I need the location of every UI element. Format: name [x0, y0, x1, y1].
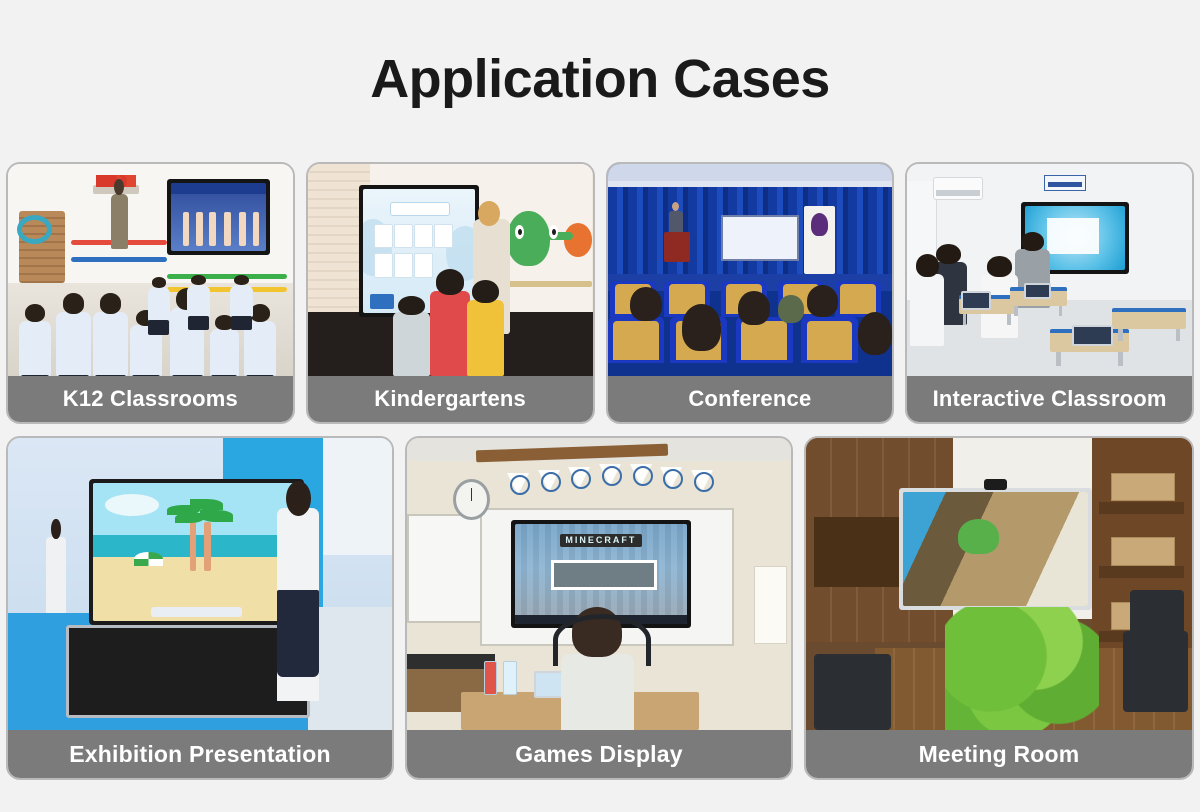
case-card-conference[interactable]: Conference — [605, 162, 895, 424]
case-caption: Games Display — [407, 730, 791, 778]
cases-row-2: Exhibition Presentation — [6, 436, 1194, 780]
minecraft-title: MINECRAFT — [559, 533, 643, 547]
case-caption: Exhibition Presentation — [8, 730, 392, 778]
case-card-exhibition-presentation[interactable]: Exhibition Presentation — [6, 436, 394, 780]
games-display-photo: MINECRAFT — [407, 438, 791, 730]
case-caption: Interactive Classroom — [907, 376, 1192, 422]
case-card-meeting-room[interactable]: Meeting Room — [804, 436, 1194, 780]
conference-photo — [607, 164, 893, 376]
page-title: Application Cases — [370, 49, 830, 109]
case-caption: Conference — [607, 376, 893, 422]
case-card-k12-classrooms[interactable]: K12 Classrooms — [6, 162, 295, 424]
cases-row-1: K12 Classrooms — [6, 162, 1194, 424]
kindergarten-photo — [307, 164, 593, 376]
case-caption: Meeting Room — [806, 730, 1192, 778]
case-card-games-display[interactable]: MINECRAFT Games Display — [405, 436, 793, 780]
k12-classroom-photo — [8, 164, 293, 376]
interactive-classroom-photo — [907, 164, 1192, 376]
case-caption: K12 Classrooms — [8, 376, 293, 422]
case-caption: Kindergartens — [307, 376, 593, 422]
case-card-kindergartens[interactable]: Kindergartens — [305, 162, 595, 424]
exhibition-presentation-photo — [8, 438, 392, 730]
case-card-interactive-classroom[interactable]: Interactive Classroom — [905, 162, 1194, 424]
meeting-room-photo — [806, 438, 1192, 730]
